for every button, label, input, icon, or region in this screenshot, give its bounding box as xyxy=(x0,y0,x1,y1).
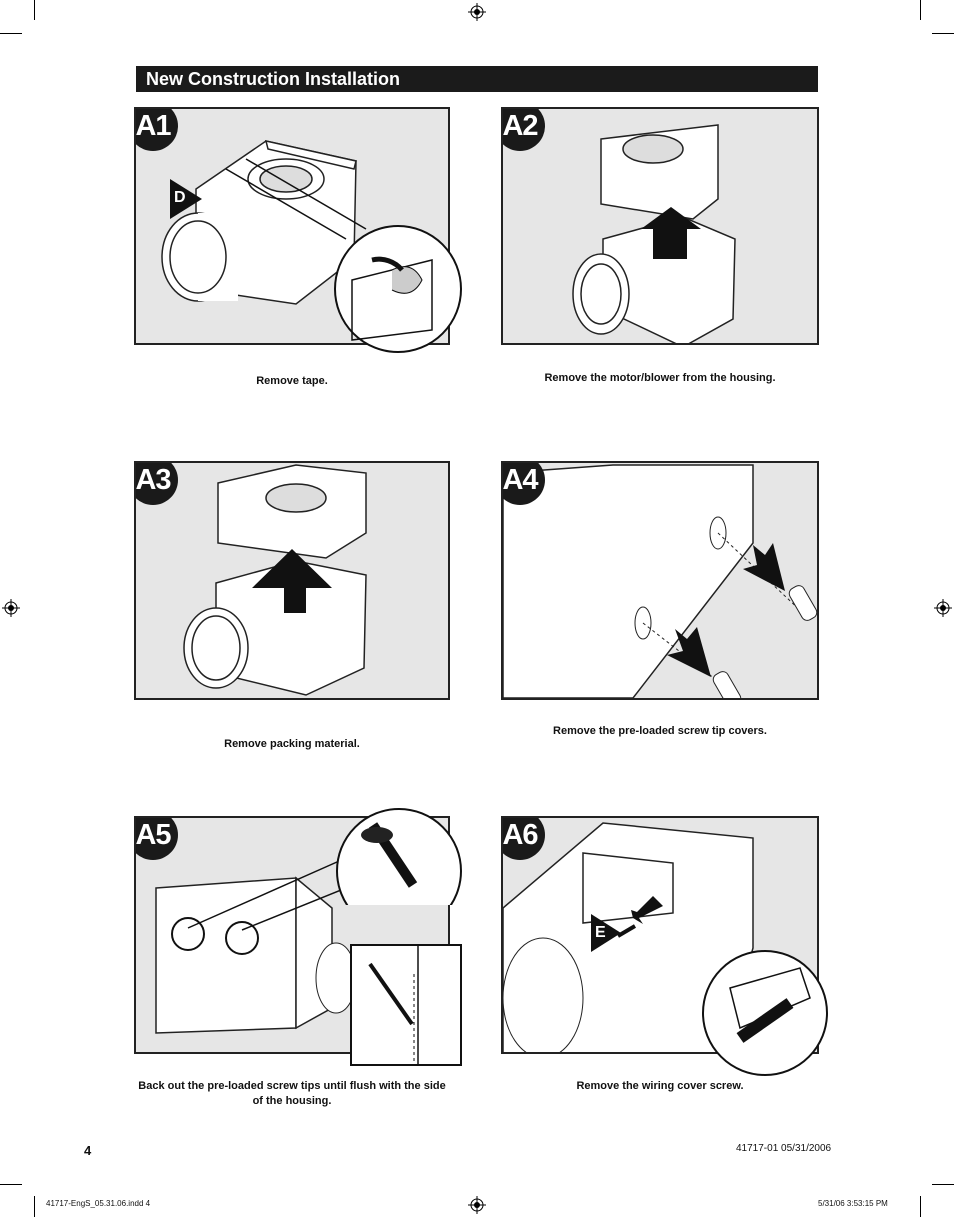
step-caption: Remove the pre-loaded screw tip covers. xyxy=(553,725,767,737)
magnified-detail-icon xyxy=(334,225,462,353)
callout-label: E xyxy=(595,924,606,941)
registration-mark-icon xyxy=(934,599,952,617)
screw-tips-illustration xyxy=(155,857,357,1034)
step-a3-illustration: A3 xyxy=(134,461,450,700)
step-caption: Remove tape. xyxy=(256,375,328,387)
registration-mark-icon xyxy=(2,599,20,617)
registration-mark-icon xyxy=(468,1196,486,1214)
wiring-cover-illustration xyxy=(503,822,754,1052)
crop-mark xyxy=(932,1184,954,1185)
callout-label: D xyxy=(174,189,186,206)
crop-mark xyxy=(34,1196,35,1217)
motor-blower-illustration xyxy=(572,124,736,343)
screwdriver-detail-icon xyxy=(702,950,828,1076)
screw-tip-covers-illustration xyxy=(503,464,817,698)
packing-material-illustration xyxy=(183,464,367,696)
step-caption: Remove the wiring cover screw. xyxy=(576,1080,744,1092)
step-badge: A6 xyxy=(503,818,545,860)
crop-mark xyxy=(0,33,22,34)
section-title: New Construction Installation xyxy=(136,66,818,92)
crop-mark xyxy=(34,0,35,20)
callout-arrow-icon xyxy=(170,179,202,219)
step-caption: Remove packing material. xyxy=(224,738,360,750)
document-code: 41717-01 05/31/2006 xyxy=(736,1143,832,1154)
step-a2-illustration: A2 xyxy=(501,107,819,345)
registration-mark-icon xyxy=(468,3,486,21)
callout-arrow-icon xyxy=(591,914,621,952)
step-badge: A1 xyxy=(136,109,178,151)
screw-flush-detail-icon xyxy=(350,944,462,1066)
page-number: 4 xyxy=(84,1143,92,1158)
crop-mark xyxy=(932,33,954,34)
crop-mark xyxy=(920,1196,921,1217)
step-badge: A5 xyxy=(136,818,178,860)
crop-mark xyxy=(0,1184,22,1185)
screwdriver-detail-icon xyxy=(336,808,462,905)
crop-mark xyxy=(920,0,921,20)
fan-housing-illustration xyxy=(161,140,367,305)
step-caption: Back out the pre-loaded screw tips until… xyxy=(138,1080,446,1107)
file-name: 41717-EngS_05.31.06.indd 4 xyxy=(46,1199,151,1208)
step-a6-illustration: A6 E xyxy=(501,816,819,1054)
step-caption: Remove the motor/blower from the housing… xyxy=(544,372,776,384)
print-timestamp: 5/31/06 3:53:15 PM xyxy=(818,1199,888,1208)
step-a4-illustration: A4 xyxy=(501,461,819,700)
